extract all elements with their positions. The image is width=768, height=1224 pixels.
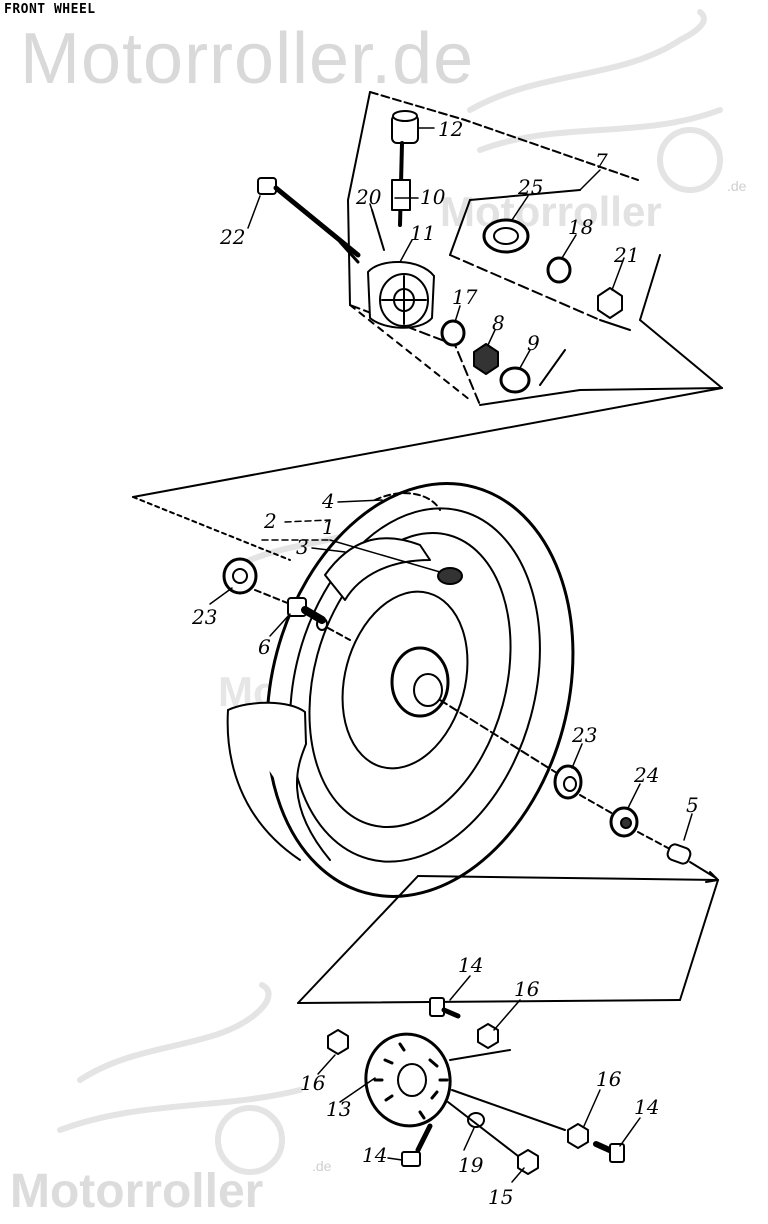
label-part-23-left: 23 [191,605,217,629]
wheel-graphic [132,387,723,898]
label-part-4: 4 [321,489,335,513]
hub-graphic [367,261,435,329]
washer-19-graphic [467,1112,485,1128]
disc-bolt-bottom [401,1123,433,1167]
watermark-brand-bottom: Motorroller [10,1165,264,1218]
disc-bolt-right [593,1141,625,1163]
label-part-14-right: 14 [634,1095,659,1119]
label-part-2: 2 [263,509,277,533]
gear-9-graphic [499,366,531,394]
label-part-14-top: 14 [458,953,483,977]
label-part-23-right: 23 [571,723,597,747]
disc-nut-top [477,1023,499,1049]
axle-bolt-graphic [257,177,361,264]
label-part-20: 20 [355,185,382,209]
label-part-6: 6 [258,635,271,659]
watermark-brand-mid: Motorroller [440,188,662,235]
watermark-suffix-mid: .de [727,178,747,194]
leader-lines [209,127,693,1183]
label-part-19: 19 [458,1153,484,1177]
nut-15-graphic [517,1149,539,1175]
label-part-13: 13 [326,1097,351,1121]
label-part-17: 17 [452,285,478,309]
bearing-right-graphic [553,764,583,800]
label-part-1: 1 [322,515,335,539]
washer-17-graphic [440,319,466,347]
label-part-16-right: 16 [596,1067,622,1091]
watermark-suffix-bottom: .de [312,1158,332,1174]
collar-5-graphic [666,843,692,865]
bearing-left-graphic [222,557,291,605]
disc-nut-right [567,1123,589,1149]
label-part-7: 7 [595,149,608,173]
nut-21-graphic [597,287,623,319]
label-part-5: 5 [686,793,699,817]
label-part-25: 25 [517,175,543,199]
label-part-12: 12 [438,117,463,141]
label-part-9: 9 [527,331,540,355]
label-part-14-bottom: 14 [362,1143,387,1167]
disc-bolt-top [429,997,461,1019]
label-part-16-left: 16 [300,1071,326,1095]
nut-8-graphic [473,343,499,375]
hub-assembly-outline [347,91,723,406]
seal-24-graphic [609,806,639,838]
disc-nut-left [327,1029,349,1055]
label-part-21: 21 [613,243,639,267]
label-part-11: 11 [410,221,435,245]
label-part-22: 22 [219,225,245,249]
part-labels: 12 7 25 20 10 22 11 18 21 17 8 9 4 2 1 3… [191,117,699,1209]
brake-disc-graphic [364,1032,452,1128]
label-part-24: 24 [633,763,659,787]
oil-seal-graphic [482,218,530,254]
diagram-title: FRONT WHEEL [4,2,96,17]
label-part-10: 10 [420,185,446,209]
watermark-brand-top: Motorroller.de [20,19,475,99]
washer-18-graphic [546,256,572,284]
label-part-18: 18 [568,215,593,239]
label-part-16-top: 16 [514,977,540,1001]
brake-disc-outline [297,875,719,1061]
spacer-6-graphic [287,597,351,641]
label-part-8: 8 [492,311,505,335]
label-part-15: 15 [488,1185,513,1209]
label-part-3: 3 [296,535,309,559]
speedo-cable-graphic [371,110,419,251]
